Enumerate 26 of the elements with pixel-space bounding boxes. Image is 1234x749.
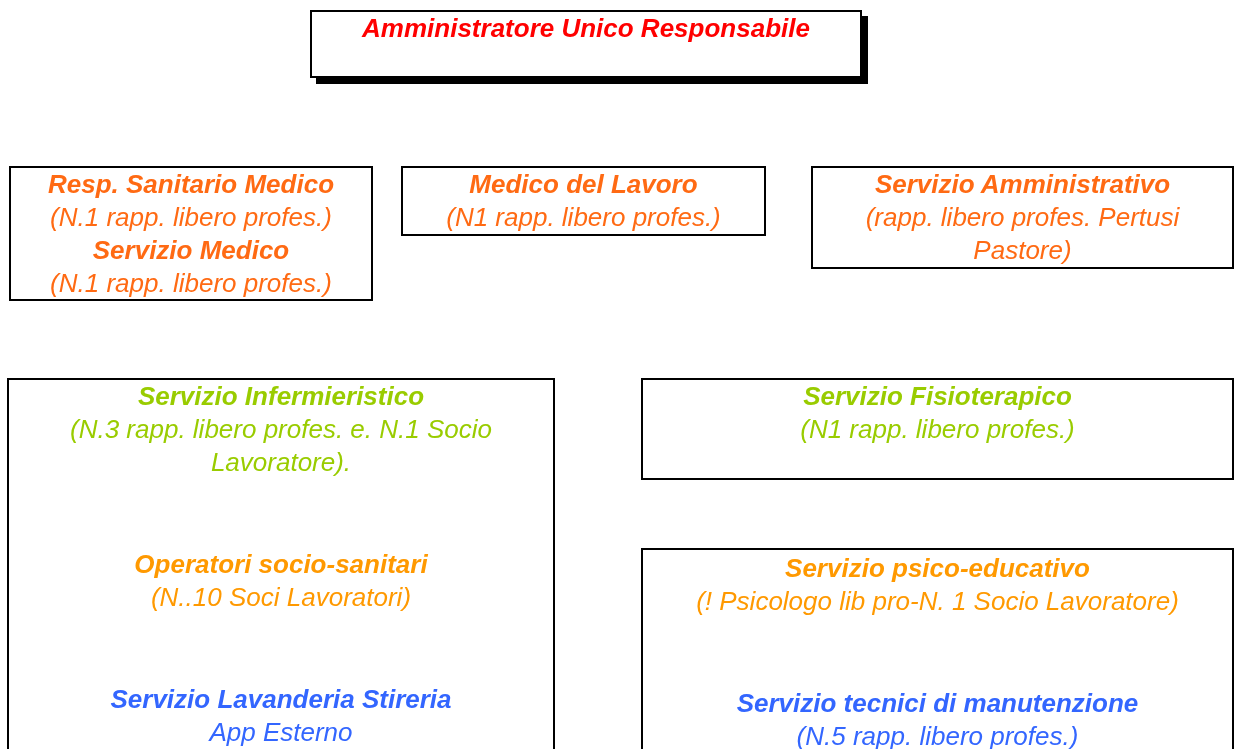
- org-box: [9, 166, 373, 301]
- role-description: (N..10 Soci Lavoratori): [150, 581, 412, 614]
- role-description: (rapp. libero profes. Pertusi Pastore): [864, 201, 1181, 267]
- role-title: Resp. Sanitario Medico: [47, 168, 335, 201]
- role-title: Servizio tecnici di manutenzione: [736, 687, 1139, 720]
- role-title: Servizio psico-educativo: [785, 552, 1090, 585]
- org-box: [641, 548, 1234, 749]
- role-title: Servizio Fisioterapico: [803, 380, 1072, 413]
- role-description: (N1 rapp. libero profes.): [800, 413, 1075, 446]
- role-description: (N.1 rapp. libero profes.): [50, 267, 332, 300]
- org-box: [811, 166, 1234, 269]
- role-description: (! Psicologo lib pro-N. 1 Socio Lavoratore): [696, 585, 1179, 618]
- role-title: Servizio Amministrativo: [874, 168, 1171, 201]
- role-title: Servizio Infermieristico: [137, 380, 425, 413]
- role-title: Amministratore Unico Responsabile: [362, 12, 810, 45]
- role-title: Medico del Lavoro: [469, 168, 698, 201]
- role-description: (N.3 rapp. libero profes. e. N.1 Socio Lavoratore).: [69, 413, 493, 479]
- role-title: Servizio Lavanderia Stireria: [110, 683, 452, 716]
- role-description: (N.1 rapp. libero profes.): [50, 201, 332, 234]
- org-box: [401, 166, 766, 236]
- role-title: Servizio Medico: [92, 234, 290, 267]
- org-box: [7, 378, 555, 749]
- role-description: App Esterno: [209, 716, 353, 749]
- org-box: [641, 378, 1234, 480]
- role-description: (N1 rapp. libero profes.): [446, 201, 721, 234]
- role-title: Operatori socio-sanitari: [134, 548, 428, 581]
